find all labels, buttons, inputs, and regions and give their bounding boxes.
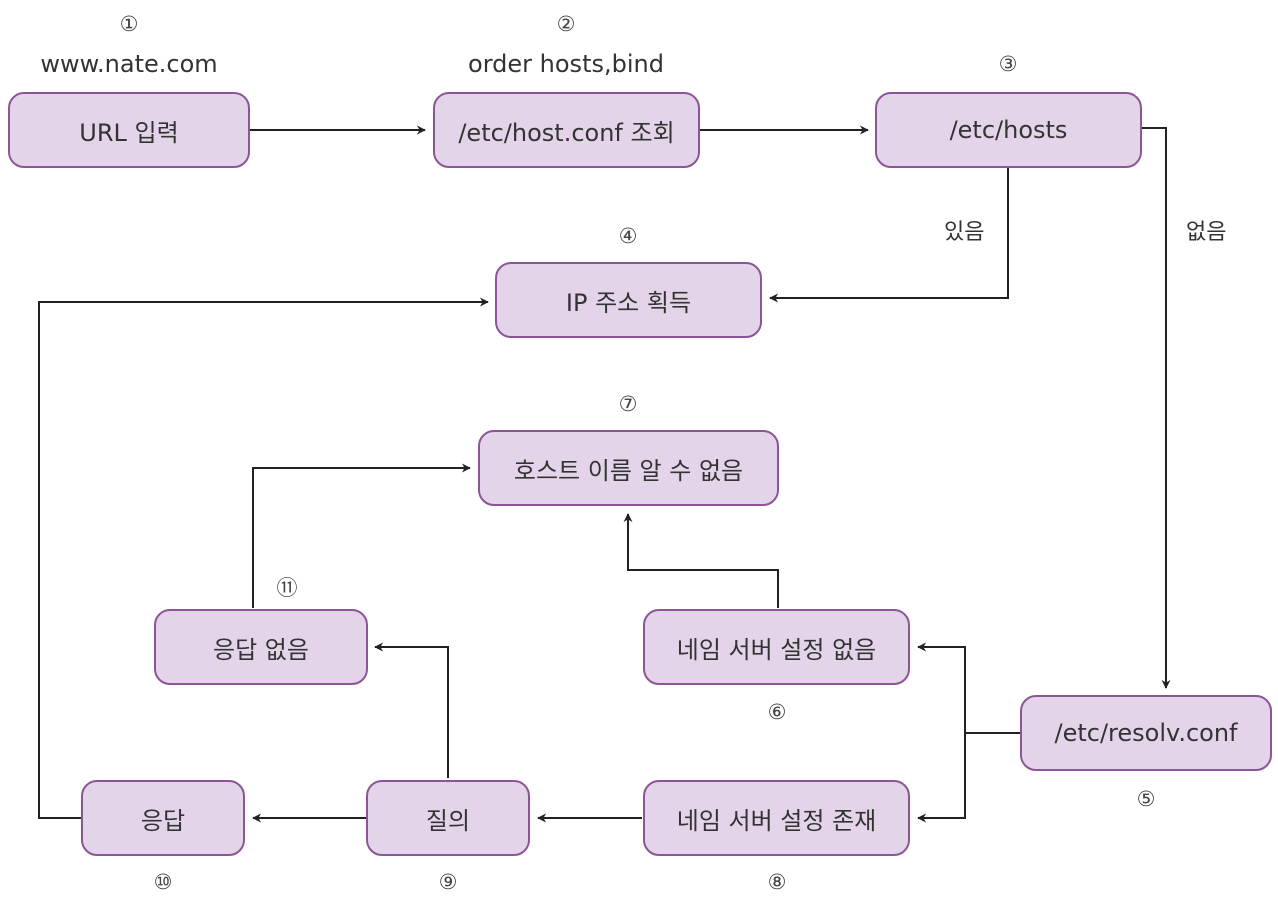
step-number-8: ⑧ xyxy=(767,870,787,894)
node-url-input-label: URL 입력 xyxy=(79,118,179,147)
node-host-unknown: 호스트 이름 알 수 없음 xyxy=(478,430,779,506)
step-number-9: ⑨ xyxy=(438,870,458,894)
node-nameserver-exists-label: 네임 서버 설정 존재 xyxy=(676,806,877,835)
step-number-5: ⑤ xyxy=(1136,787,1156,811)
node-host-unknown-label: 호스트 이름 알 수 없음 xyxy=(513,456,744,485)
edge-hosts-missing-to-resolv xyxy=(1142,127,1171,689)
node-etc-hosts-label: /etc/hosts xyxy=(949,116,1068,144)
step-number-3: ③ xyxy=(998,52,1018,76)
step-number-1: ① xyxy=(119,12,139,36)
order-setting-note: order hosts,bind xyxy=(468,50,664,78)
edge-label-missing: 없음 xyxy=(1186,220,1227,245)
edge-hosts-exists-to-ip xyxy=(769,168,1009,303)
step-number-6: ⑥ xyxy=(767,700,787,724)
step-number-7: ⑦ xyxy=(618,392,638,416)
step-number-4: ④ xyxy=(618,224,638,248)
step-number-10: ⑩ xyxy=(153,870,173,894)
node-url-input: URL 입력 xyxy=(8,92,250,168)
edge-no-response-to-unknown xyxy=(252,463,471,608)
node-etc-hosts: /etc/hosts xyxy=(875,92,1142,168)
node-resolv-conf-label: /etc/resolv.conf xyxy=(1054,719,1238,747)
node-nameserver-exists: 네임 서버 설정 존재 xyxy=(643,780,910,856)
edge-resolv-to-ns-exists xyxy=(917,733,966,823)
node-response: 응답 xyxy=(81,780,245,856)
node-response-label: 응답 xyxy=(140,806,186,835)
edge-query-to-no-response xyxy=(374,642,449,778)
node-host-conf-label: /etc/host.conf 조회 xyxy=(458,118,675,147)
node-no-response-label: 응답 없음 xyxy=(213,635,309,664)
node-no-nameserver: 네임 서버 설정 없음 xyxy=(643,609,910,685)
node-resolv-conf: /etc/resolv.conf xyxy=(1020,695,1272,771)
node-ip-acquired-label: IP 주소 획득 xyxy=(565,288,692,317)
step-number-11: ⑪ xyxy=(276,576,298,600)
url-example-note: www.nate.com xyxy=(40,50,218,78)
edge-no-ns-to-unknown xyxy=(623,513,779,608)
node-no-response: 응답 없음 xyxy=(154,609,368,685)
edge-response-to-ip xyxy=(38,297,489,819)
edge-label-exists: 있음 xyxy=(944,220,985,245)
node-query-label: 질의 xyxy=(425,806,471,835)
node-ip-acquired: IP 주소 획득 xyxy=(495,262,762,338)
node-host-conf: /etc/host.conf 조회 xyxy=(433,92,700,168)
step-number-2: ② xyxy=(556,12,576,36)
node-no-nameserver-label: 네임 서버 설정 없음 xyxy=(676,635,877,664)
edge-resolv-to-no-ns xyxy=(917,642,966,733)
node-query: 질의 xyxy=(366,780,530,856)
